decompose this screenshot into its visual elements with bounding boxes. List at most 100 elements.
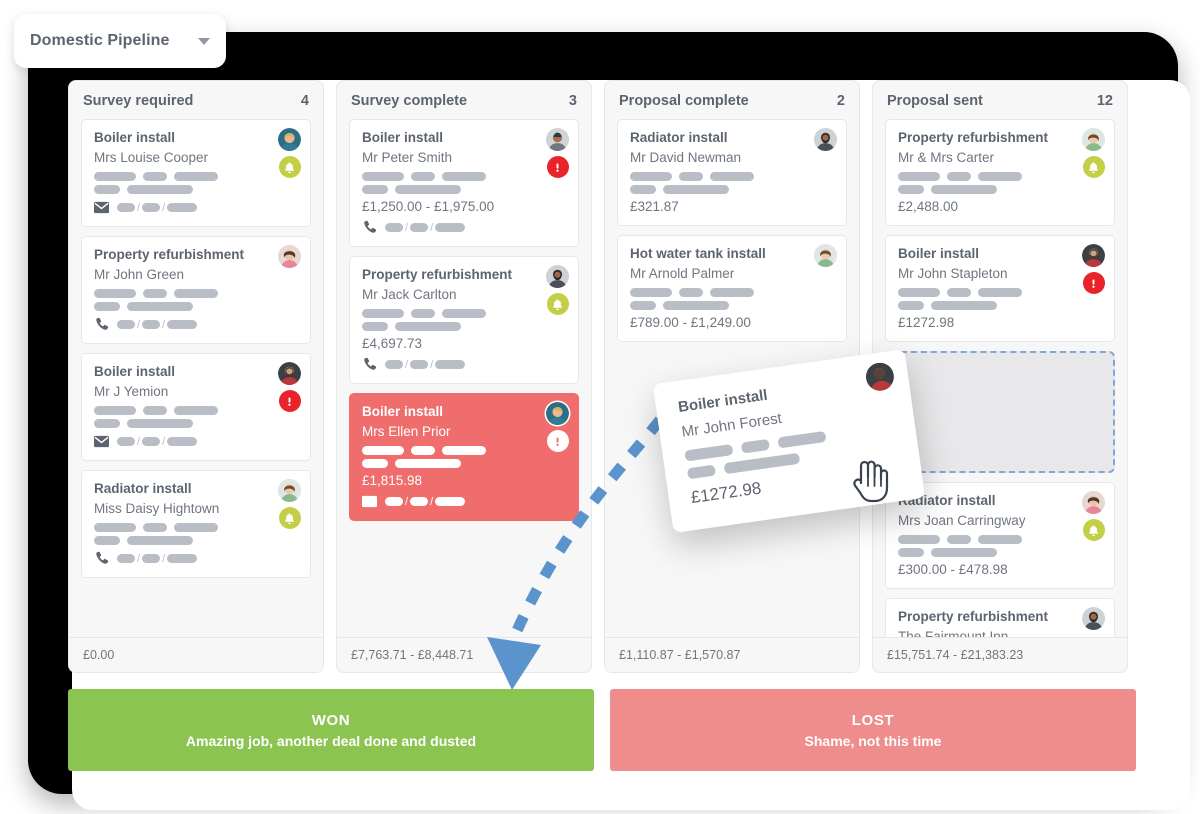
placeholder-bar [898, 288, 940, 297]
avatar [546, 402, 569, 425]
placeholder-bar [94, 419, 120, 428]
phone-icon [96, 551, 109, 564]
placeholder-bar [630, 185, 656, 194]
pipeline-selector[interactable]: Domestic Pipeline [14, 14, 226, 68]
placeholder-bar [385, 223, 403, 232]
placeholder-bar [167, 554, 198, 563]
column-title: Proposal sent [887, 93, 983, 109]
envelope-icon [94, 201, 109, 214]
alert-badge[interactable] [1082, 272, 1105, 294]
placeholder-bar [142, 203, 161, 212]
placeholder-bar [362, 322, 388, 331]
reminder-bell-badge[interactable] [278, 156, 301, 178]
placeholder-bar [94, 185, 120, 194]
drop-placeholder[interactable] [885, 351, 1115, 473]
placeholder-bar [435, 223, 466, 232]
deal-card-contact: Mrs Louise Cooper [94, 150, 209, 165]
deal-card-amount: £2,488.00 [898, 199, 959, 214]
placeholder-bars [630, 288, 834, 297]
column-total: £1,110.87 - £1,570.87 [605, 637, 859, 672]
deal-card-amount: £1,250.00 - £1,975.00 [362, 199, 495, 214]
placeholder-bars [94, 302, 298, 311]
deal-card-amount: £1,815.98 [362, 473, 423, 488]
placeholder-bar [686, 464, 717, 480]
placeholder-bar [117, 437, 135, 446]
alert-badge[interactable] [546, 430, 569, 452]
contact-row: // [94, 200, 298, 215]
alert-badge[interactable] [278, 390, 301, 412]
card-indicators [1082, 244, 1105, 294]
placeholder-bars [94, 536, 298, 545]
column-total: £15,751.74 - £21,383.23 [873, 637, 1127, 672]
placeholder-bar [411, 172, 435, 181]
deal-card-contact: Mr David Newman [630, 150, 742, 165]
placeholder-bars [898, 535, 1102, 544]
contact-row: // [94, 317, 298, 332]
avatar [546, 265, 569, 288]
placeholder-bars [630, 185, 834, 194]
placeholder-bar [663, 185, 729, 194]
deal-card-amount: £1272.98 [898, 315, 955, 330]
contact-row: // [94, 551, 298, 566]
column-total: £7,763.71 - £8,448.71 [337, 637, 591, 672]
reminder-bell-badge[interactable] [278, 507, 301, 529]
alert-badge[interactable] [546, 156, 569, 178]
placeholder-bar [142, 437, 161, 446]
placeholder-bar [411, 446, 435, 455]
placeholder-bars [362, 322, 566, 331]
placeholder-bar [127, 536, 193, 545]
deal-card-contact: Miss Daisy Hightown [94, 501, 220, 516]
placeholder-bars [630, 172, 834, 181]
contact-placeholder: // [385, 496, 466, 508]
contact-placeholder: // [117, 202, 198, 214]
card-indicators [814, 128, 837, 151]
placeholder-bar [94, 406, 136, 415]
placeholder-bar [630, 172, 672, 181]
placeholder-bars [362, 172, 566, 181]
reminder-bell-badge[interactable] [546, 293, 569, 315]
reminder-bell-badge[interactable] [1082, 156, 1105, 178]
placeholder-bars [94, 419, 298, 428]
exclamation-icon [1092, 278, 1095, 288]
placeholder-bars [94, 172, 298, 181]
placeholder-bar [94, 172, 136, 181]
placeholder-bar [362, 172, 404, 181]
reminder-bell-badge[interactable] [1082, 519, 1105, 541]
placeholder-bar [143, 289, 167, 298]
avatar [814, 128, 837, 151]
placeholder-bar [931, 301, 997, 310]
column-title: Proposal complete [619, 93, 749, 109]
placeholder-bar [898, 185, 924, 194]
outcome-title: LOST [851, 711, 895, 729]
dragged-deal-card[interactable]: Boiler install Mr John Forest £1272.98 [652, 349, 926, 533]
deal-card-contact: Mr John Stapleton [898, 266, 1008, 281]
avatar [1082, 244, 1105, 267]
pipeline-selector-label: Domestic Pipeline [30, 32, 170, 49]
placeholder-bar [127, 302, 193, 311]
